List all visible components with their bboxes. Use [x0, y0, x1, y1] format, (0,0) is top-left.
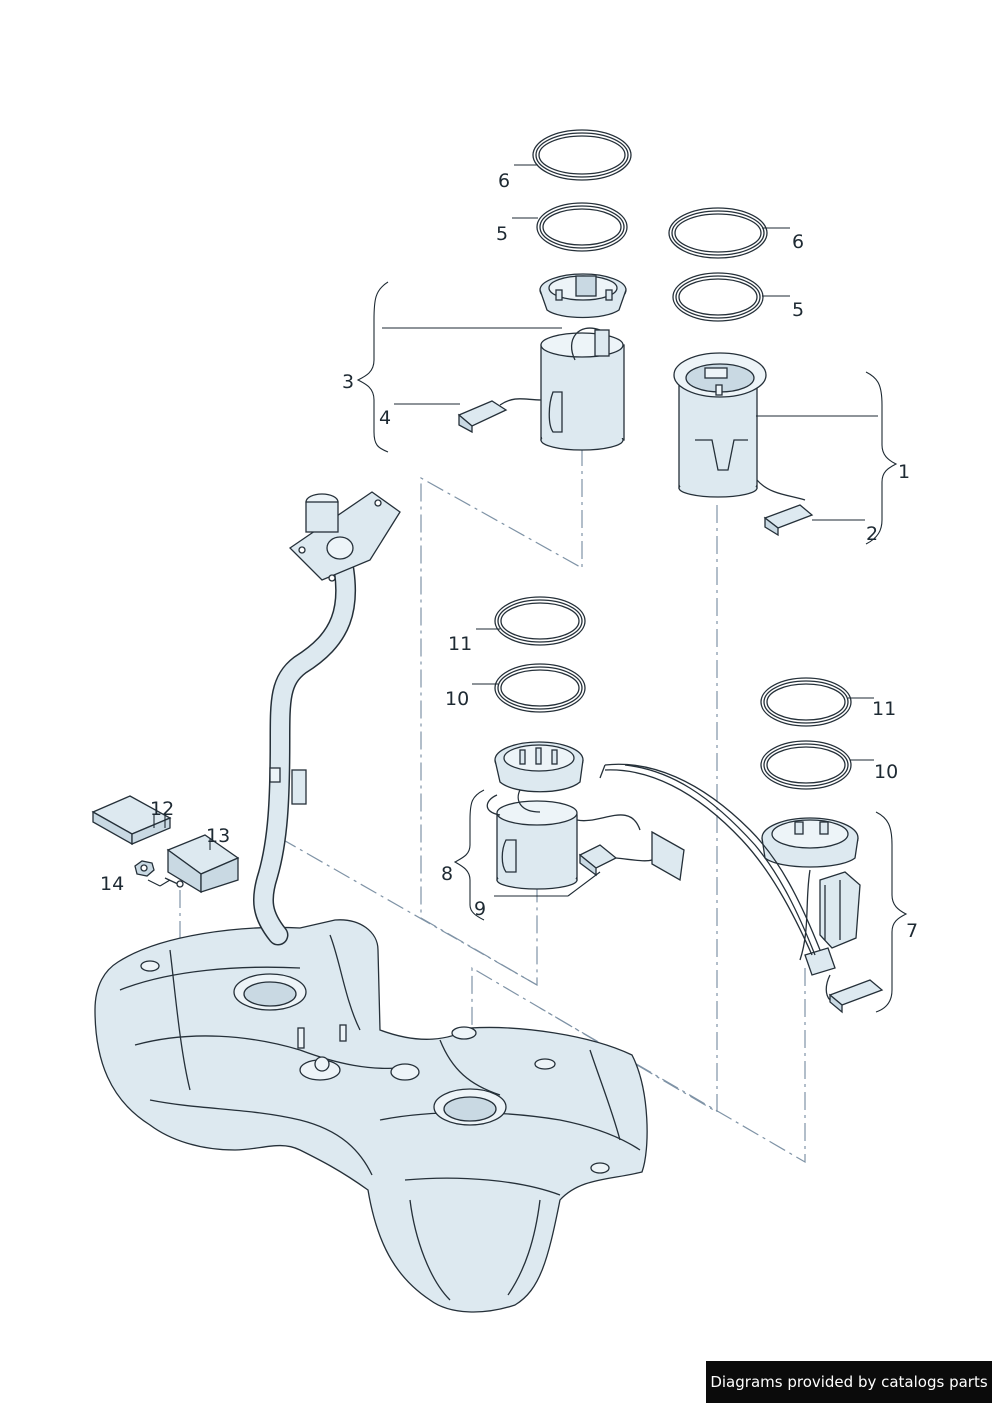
rings-top [532, 129, 768, 322]
callout-14: 14 [100, 873, 124, 895]
callout-4: 4 [379, 407, 391, 429]
leader-lines [147, 164, 908, 1013]
callout-12: 12 [150, 798, 174, 820]
callout-1: 1 [898, 461, 910, 483]
credit-banner: Diagrams provided by catalogs parts [706, 1361, 992, 1403]
fuel-sender-unit-7 [599, 763, 884, 1014]
callout-11-right: 11 [872, 698, 896, 720]
callout-5-top: 5 [496, 223, 508, 245]
nut-14 [134, 860, 155, 877]
fuel-pump-assembly-8 [486, 741, 685, 890]
fuel-tank [94, 919, 648, 1313]
callout-3: 3 [342, 371, 354, 393]
callout-10-right: 10 [874, 761, 898, 783]
callout-8: 8 [441, 863, 453, 885]
callout-13: 13 [206, 825, 230, 847]
callout-9: 9 [474, 898, 486, 920]
callout-labels: 6 5 6 5 3 4 1 2 11 10 11 10 12 13 14 8 9… [100, 170, 918, 942]
callout-5-right: 5 [792, 299, 804, 321]
callout-7: 7 [906, 920, 918, 942]
callout-10-middle: 10 [445, 688, 469, 710]
rings-middle [494, 596, 852, 790]
filler-pipe [252, 491, 401, 946]
callout-11-middle: 11 [448, 633, 472, 655]
callout-2: 2 [866, 523, 878, 545]
fuel-pump-assembly-3 [457, 273, 627, 451]
bracket-12 [91, 795, 172, 846]
callout-6-top: 6 [498, 170, 510, 192]
bracket-13 [164, 834, 240, 894]
callout-6-right: 6 [792, 231, 804, 253]
fuel-sender-unit-1 [673, 352, 814, 537]
